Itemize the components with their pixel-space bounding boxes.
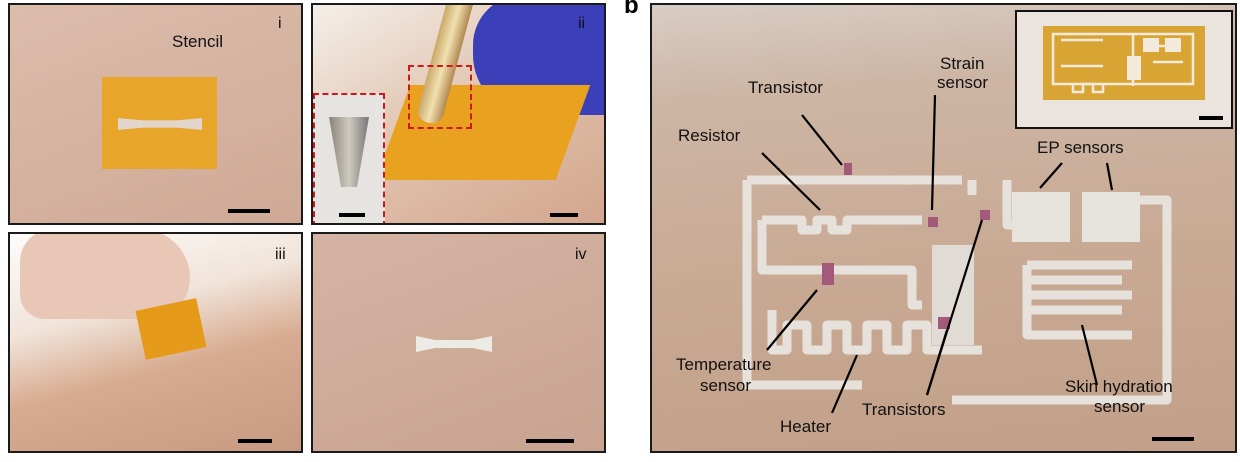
label-skin-hydration-1: Skin hydration [1065,377,1173,396]
printed-circuit [742,94,1194,441]
scale-bar [1199,116,1223,120]
label-temperature-2: sensor [700,376,752,395]
callout-arrows [761,94,1114,414]
panel-letter-b: b [624,0,639,19]
label-transistor: Transistor [748,78,823,97]
scale-bar [550,213,578,217]
label-transistors: Transistors [862,400,946,419]
label-ep-sensors: EP sensors [1037,138,1124,157]
zoom-box [408,65,472,129]
panel-ii: ii [311,3,606,225]
scale-bar [1152,437,1194,441]
kapton-sheet [1043,26,1205,100]
label-strain-1: Strain [940,54,985,73]
ep-sensor-right [1082,192,1140,242]
panel-id-ii: ii [578,15,586,32]
scale-bar [526,439,574,443]
label-strain-2: sensor [937,73,989,92]
panel-id-iv: iv [575,246,587,263]
panel-iii: iii [8,232,303,453]
scale-bar [228,209,270,213]
panel-id-iii: iii [275,246,286,263]
printed-trace [416,336,492,352]
label-skin-hydration-2: sensor [1094,397,1146,416]
transistor-block [932,245,974,345]
label-temperature-1: Temperature [676,355,772,374]
hydration-trace [1022,260,1132,340]
scale-bar [238,439,272,443]
scale-bar [339,213,365,217]
panel-i: Stencil i [8,3,303,225]
inset-zoom [313,93,385,223]
resistor-trace [762,215,922,235]
inset-kapton-circuit [1015,10,1233,129]
label-heater: Heater [780,417,832,436]
panel-iv: iv [311,232,606,453]
panel-b: Transistor Strain sensor Resistor EP sen… [650,3,1237,453]
label-stencil: Stencil [172,32,224,51]
cup [329,117,369,187]
temp-sensor-trace [757,220,922,310]
outer-trace [742,175,1172,405]
inset-circuit-pattern [1051,32,1195,94]
panel-id-i: i [278,15,282,32]
ep-sensor-left [1012,192,1070,242]
stencil-opening [118,118,202,130]
label-resistor: Resistor [678,126,741,145]
